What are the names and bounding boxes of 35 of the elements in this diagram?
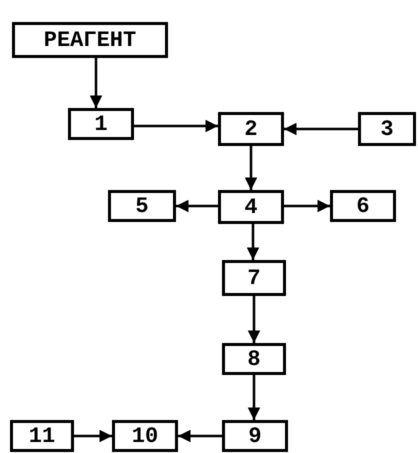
- process-box: [108, 190, 176, 222]
- box-label: 4: [244, 194, 258, 220]
- arrow: [248, 296, 260, 343]
- process-box: [218, 190, 284, 224]
- box-label: 10: [132, 424, 158, 448]
- box-label: 2: [244, 116, 258, 142]
- process-box: [68, 108, 134, 140]
- arrow: [246, 224, 260, 260]
- arrow: [74, 430, 112, 442]
- process-box: [218, 112, 284, 146]
- arrow: [284, 122, 358, 136]
- process-box: [10, 420, 74, 452]
- box-label: 11: [28, 424, 56, 448]
- arrow: [284, 200, 330, 212]
- arrow: [178, 430, 222, 442]
- process-box: [12, 22, 168, 58]
- arrow: [90, 58, 102, 108]
- box-label: 9: [248, 424, 262, 448]
- process-box: [112, 420, 178, 452]
- arrow: [176, 200, 218, 212]
- box-label: 1: [94, 112, 108, 136]
- box-label: 7: [247, 266, 261, 290]
- box-label: 6: [356, 194, 370, 218]
- arrow: [248, 375, 260, 420]
- box-label: 3: [380, 116, 394, 142]
- box-label: РЕАГЕНТ: [44, 28, 136, 52]
- process-box: [222, 420, 288, 452]
- arrow: [134, 120, 218, 132]
- arrow: [244, 146, 258, 190]
- box-label: 5: [135, 194, 149, 218]
- process-box: [222, 260, 286, 296]
- process-box: [358, 112, 416, 146]
- box-label: 8: [247, 346, 261, 372]
- process-box: [222, 343, 286, 375]
- process-box: [330, 190, 396, 222]
